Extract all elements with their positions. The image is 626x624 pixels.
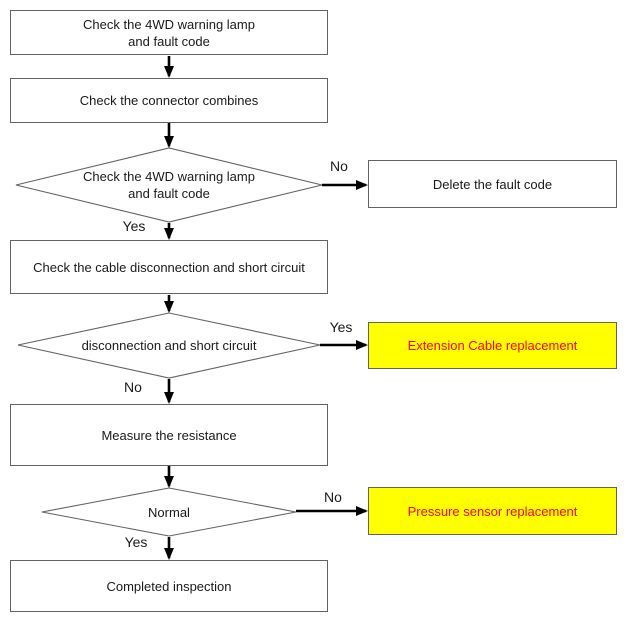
edge-label-normal-yes: Yes (124, 534, 148, 550)
process-completed-inspection: Completed inspection (10, 560, 328, 612)
action-extension-cable-replacement: Extension Cable replacement (368, 322, 617, 369)
edge-label-normal-no: No (324, 489, 342, 505)
action-pressure-sensor-replacement: Pressure sensor replacement (368, 487, 617, 535)
process-delete-fault-code: Delete the fault code (368, 160, 617, 208)
edge-label-lamp-yes: Yes (122, 218, 146, 234)
process-check-lamp: Check the 4WD warning lamp and fault cod… (10, 10, 328, 55)
edge-label-disconnection-no: No (124, 379, 142, 395)
process-check-cable: Check the cable disconnection and short … (10, 240, 328, 294)
edge-label-lamp-no: No (330, 158, 348, 174)
decision-lamp-label: Check the 4WD warning lamp and fault cod… (83, 169, 255, 201)
process-check-connector: Check the connector combines (10, 78, 328, 123)
process-measure-resistance: Measure the resistance (10, 404, 328, 466)
decision-disconnection-label: disconnection and short circuit (81, 337, 257, 353)
decision-normal-label: Normal (148, 504, 190, 520)
edge-label-disconnection-yes: Yes (329, 319, 353, 335)
